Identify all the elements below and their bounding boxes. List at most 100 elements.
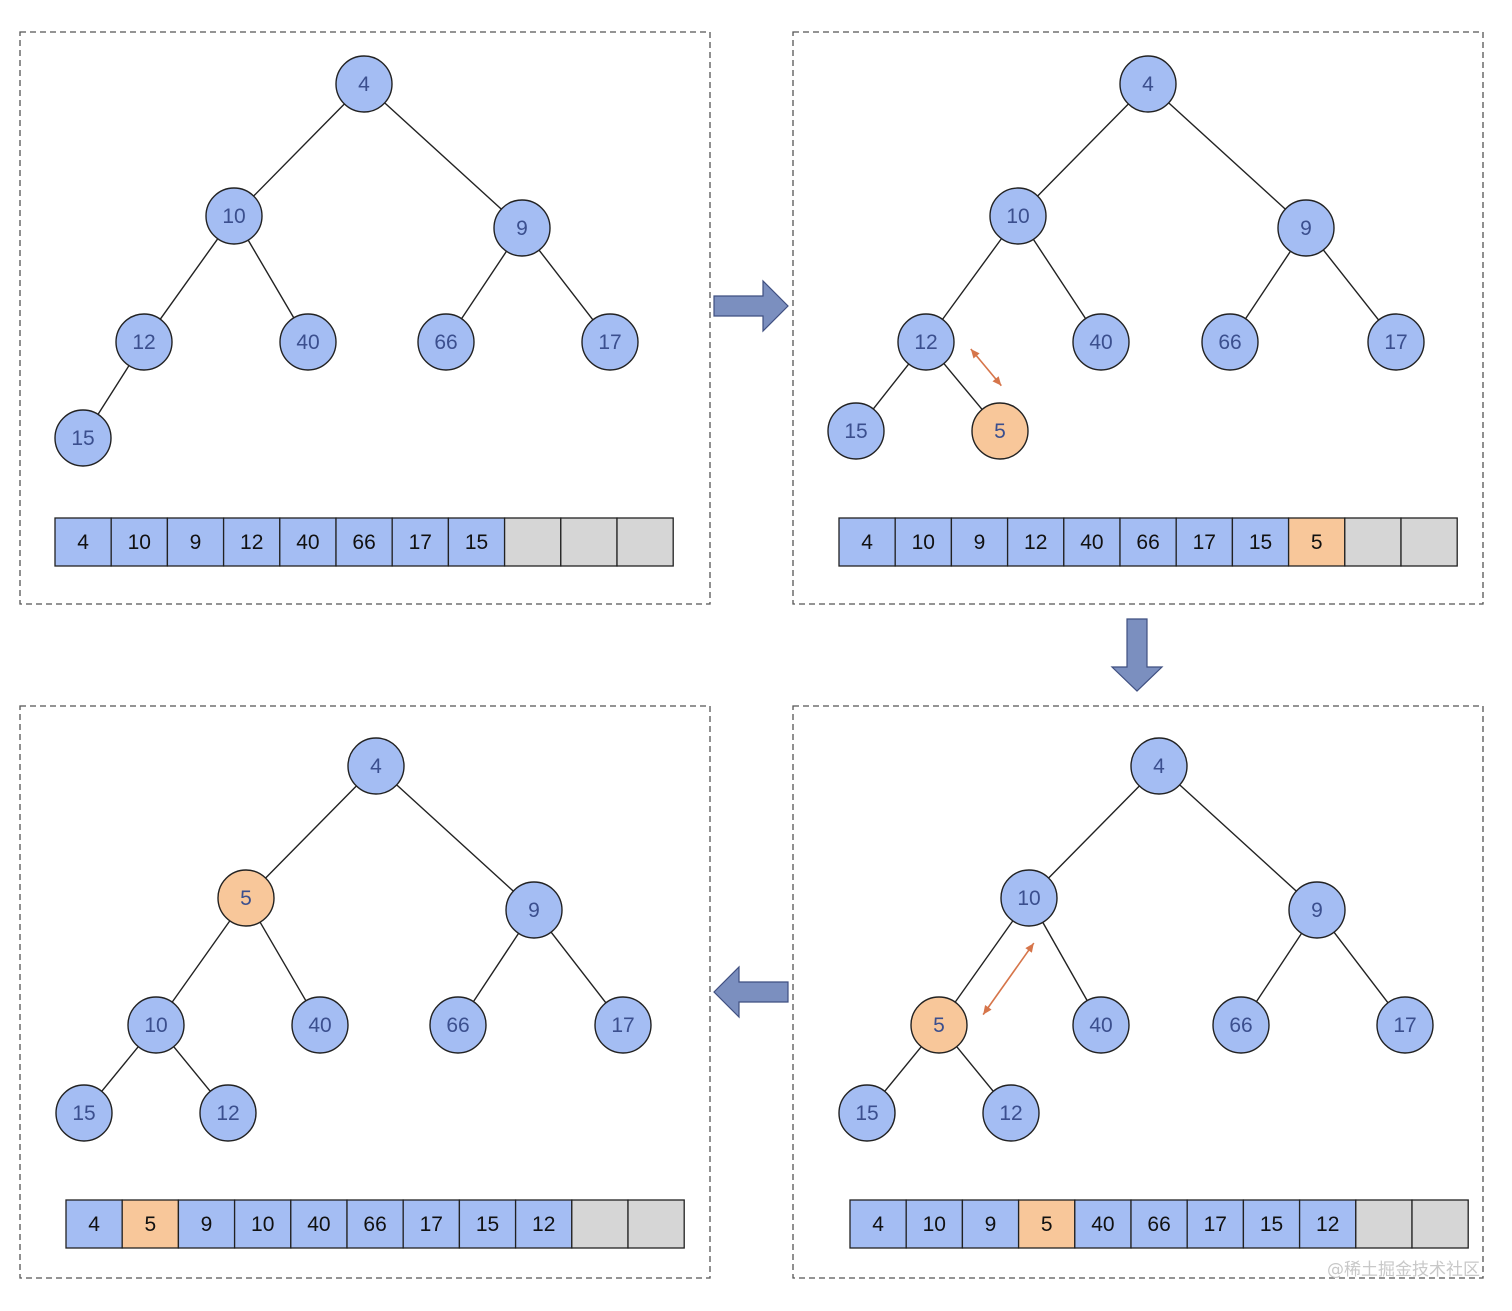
tree-node: 4 [1119, 55, 1177, 113]
tree-node: 9 [505, 881, 563, 939]
node-value: 4 [1142, 73, 1154, 96]
tree-node: 15 [827, 402, 885, 460]
highlighted-node-circle [971, 402, 1029, 460]
array-cell-value: 66 [1136, 531, 1159, 554]
node-value: 12 [999, 1102, 1022, 1125]
node-circle [335, 55, 393, 113]
node-value: 4 [370, 755, 382, 778]
node-value: 66 [1229, 1014, 1252, 1037]
node-circle [897, 313, 955, 371]
array-cell-value: 40 [296, 531, 319, 554]
node-value: 12 [216, 1102, 239, 1125]
node-value: 5 [933, 1014, 945, 1037]
tree-node: 9 [493, 199, 551, 257]
panel-frame [19, 705, 711, 1279]
node-circle [1376, 996, 1434, 1054]
array-cell: 17 [1175, 517, 1234, 567]
array-cell-value: 15 [476, 1213, 499, 1236]
array-cell: 66 [1119, 517, 1177, 567]
tree-edge [1042, 922, 1088, 1001]
tree-edge [538, 249, 594, 321]
tree-node: 5 [971, 402, 1029, 460]
node-circle [417, 313, 475, 371]
tree-edge [396, 784, 514, 892]
array-cell-value: 17 [1204, 1213, 1227, 1236]
array-cell-value: 12 [1024, 531, 1047, 554]
tree-node: 10 [989, 187, 1047, 245]
tree-node: 10 [205, 187, 263, 245]
array-cell-value: 10 [912, 531, 935, 554]
node-value: 40 [1089, 331, 1112, 354]
array-cell-empty [627, 1199, 685, 1249]
array-cell-value: 17 [409, 531, 432, 554]
array-cell: 9 [177, 1199, 236, 1249]
array-cell-value: 10 [923, 1213, 946, 1236]
array-cell-value: 5 [1041, 1213, 1053, 1236]
array-cell: 5 [121, 1199, 180, 1249]
node-value: 15 [72, 1102, 95, 1125]
array-cell-value: 5 [1311, 531, 1323, 554]
array-cell-empty [503, 517, 562, 567]
node-value: 17 [611, 1014, 634, 1037]
node-circle [205, 187, 263, 245]
node-circle [838, 1084, 896, 1142]
array-cell-empty [1355, 1199, 1413, 1249]
array-cell-value: 40 [1091, 1213, 1114, 1236]
array-cell: 4 [849, 1199, 907, 1249]
array-cell: 17 [402, 1199, 461, 1249]
array-cell: 10 [894, 517, 953, 567]
tree-node: 66 [1212, 996, 1270, 1054]
array-cell-value: 9 [985, 1213, 997, 1236]
array-cell: 15 [1242, 1199, 1301, 1249]
tree-edge [884, 1046, 922, 1092]
node-value: 9 [528, 899, 540, 922]
array-cell-value: 15 [465, 531, 488, 554]
tree-edge [259, 921, 307, 1002]
tree-edge [384, 102, 502, 210]
node-circle [1201, 313, 1259, 371]
node-value: 15 [855, 1102, 878, 1125]
node-circle [1212, 996, 1270, 1054]
array-cell: 12 [222, 517, 281, 567]
swap-arrow [982, 942, 1035, 1016]
array-cell-value: 66 [352, 531, 375, 554]
node-circle [1119, 55, 1177, 113]
node-value: 10 [1017, 887, 1040, 910]
node-value: 5 [994, 420, 1006, 443]
node-value: 66 [1218, 331, 1241, 354]
tree-edge [472, 932, 520, 1003]
array-cell: 9 [950, 517, 1009, 567]
tree-edge [1179, 784, 1297, 892]
array-cell: 66 [1130, 1199, 1188, 1249]
array-cell: 4 [838, 517, 896, 567]
node-circle [827, 402, 885, 460]
array-cell-empty [560, 517, 618, 567]
tree-node: 17 [581, 313, 639, 371]
node-value: 66 [446, 1014, 469, 1037]
node-circle [347, 737, 405, 795]
node-circle [594, 996, 652, 1054]
array-cell: 15 [1231, 517, 1290, 567]
tree-node: 9 [1288, 881, 1346, 939]
array-cell-empty [1411, 1199, 1469, 1249]
tree-node: 17 [594, 996, 652, 1054]
array-cell: 4 [54, 517, 112, 567]
tree-edge [1048, 785, 1140, 879]
array-cell: 40 [1063, 517, 1121, 567]
array-cell-empty [571, 1199, 629, 1249]
node-circle [1288, 881, 1346, 939]
tree-edge [97, 365, 130, 415]
array-cell-value: 9 [201, 1213, 213, 1236]
node-circle [1277, 199, 1335, 257]
tree-node: 40 [291, 996, 349, 1054]
flow-arrow-down [1110, 618, 1164, 692]
tree-edge [101, 1046, 139, 1092]
tree-edge [1244, 250, 1292, 320]
node-circle [199, 1084, 257, 1142]
array-cell-value: 15 [1249, 531, 1272, 554]
tree-node: 4 [335, 55, 393, 113]
node-value: 10 [1006, 205, 1029, 228]
node-circle [1072, 996, 1130, 1054]
